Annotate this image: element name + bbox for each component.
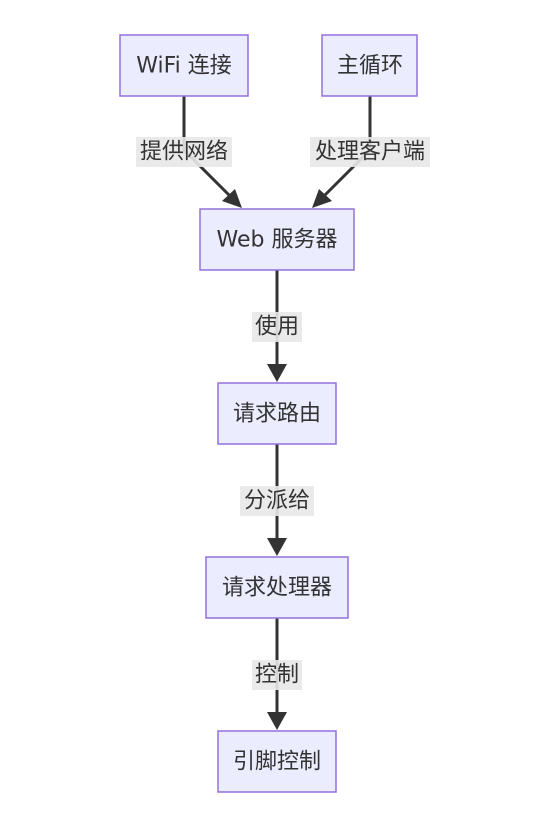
- edge-label-dispatch-text: 分派给: [244, 489, 310, 514]
- node-web-server: Web 服务器: [199, 208, 355, 271]
- node-wifi-connection: WiFi 连接: [119, 34, 249, 97]
- edge-label-handle-client: 处理客户端: [310, 137, 430, 167]
- edge-label-control: 控制: [252, 660, 302, 690]
- edge-label-use-text: 使用: [255, 315, 299, 340]
- node-request-handler: 请求处理器: [205, 556, 349, 619]
- node-pin-control: 引脚控制: [217, 730, 337, 793]
- node-request-router: 请求路由: [217, 382, 337, 445]
- node-pin-control-label: 引脚控制: [233, 750, 321, 775]
- edge-label-handle-client-text: 处理客户端: [315, 140, 425, 165]
- node-main-loop: 主循环: [321, 34, 418, 97]
- edge-label-provide-network-text: 提供网络: [140, 140, 228, 165]
- node-wifi-connection-label: WiFi 连接: [136, 54, 232, 79]
- node-main-loop-label: 主循环: [337, 54, 403, 79]
- node-request-handler-label: 请求处理器: [222, 576, 332, 601]
- edge-label-use: 使用: [252, 312, 302, 342]
- node-request-router-label: 请求路由: [233, 402, 321, 427]
- edge-label-dispatch: 分派给: [240, 486, 314, 516]
- edge-label-control-text: 控制: [255, 663, 299, 688]
- edge-label-provide-network: 提供网络: [136, 137, 232, 167]
- node-web-server-label: Web 服务器: [217, 228, 338, 253]
